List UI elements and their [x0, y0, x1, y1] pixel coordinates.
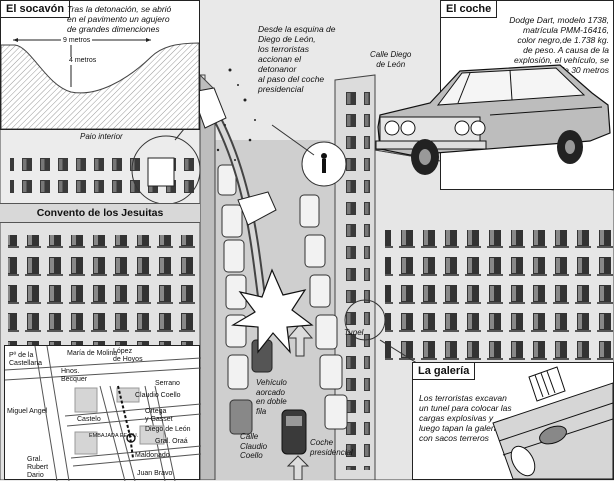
map-label-claudio: Claudio Coello [135, 392, 181, 399]
vehiculo-label: Vehículo aorcado en doble fila [256, 378, 287, 416]
detonate-note: Desde la esquina de Diego de León, los t… [258, 24, 336, 94]
map-label-serrano: Serrano [155, 380, 180, 387]
coche-presidencial-label: Coche presidencial [310, 438, 353, 457]
map-label-maria: María de Molina [67, 350, 118, 357]
socavon-panel: El socavón Tras la detonación, se abrió … [0, 0, 200, 130]
crater-diagram [1, 38, 199, 129]
crater-width-label: 9 metros [61, 37, 93, 45]
route-line [117, 385, 134, 459]
map-streets [5, 346, 201, 481]
galeria-panel: La galería Los terroristas excavan un tu… [412, 362, 614, 480]
galeria-title: La galería [413, 363, 476, 380]
socavon-caption: Tras la detonación, se abrió en el pavim… [67, 4, 172, 34]
galeria-caption: Los terroristas excavan un tunel para co… [419, 393, 512, 443]
map-label-maldonado: Maldonado [135, 452, 170, 459]
up-arrow [286, 323, 314, 357]
flying-car [191, 87, 277, 226]
coche-title: El coche [441, 1, 498, 18]
socavon-title: El socavón [1, 1, 71, 18]
crater-depth-label: 4 metros [67, 57, 99, 65]
explosion-burst [231, 268, 314, 354]
tunnel-label: Tunel [344, 328, 364, 337]
parked-cars-right [299, 194, 348, 430]
map-label-oraa: Gral. Oraá [155, 438, 188, 445]
map-label-embajada: EMBAJADA EE.UU. [89, 433, 139, 439]
map-label-juan: Juan Bravo [137, 470, 173, 477]
tunnel-callout [344, 299, 386, 341]
convento-label: Convento de los Jesuitas [0, 203, 200, 223]
map-label-hnos: Hnos.Becquer [61, 368, 88, 383]
patio-label: Paio interior [80, 132, 123, 141]
street-diego-label: Calle Diego de León [370, 50, 412, 69]
tunnel-diagram [492, 366, 613, 479]
dodge-dart-illustration [375, 64, 611, 175]
map-label-miguel: Miguel Angel [7, 408, 48, 415]
map-label-castelo: Castelo [77, 416, 101, 423]
calle-claudio-label: Calle Claudio Coello [240, 432, 268, 460]
map-label-diego: Diego de León [145, 426, 191, 433]
